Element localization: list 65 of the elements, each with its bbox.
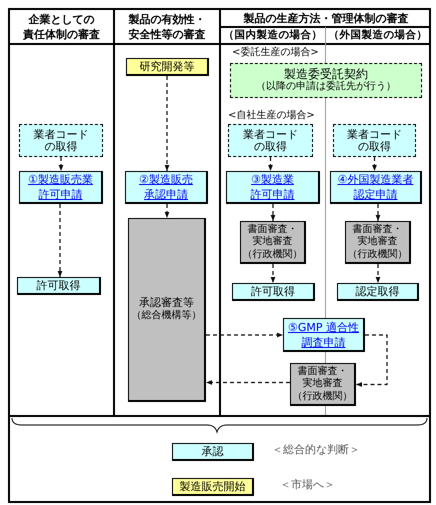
application-link: ②製造販売承認申請	[138, 172, 194, 202]
dashed-arrow	[206, 332, 283, 338]
dashed-process-box	[19, 124, 103, 157]
application-box	[283, 318, 365, 352]
application-link: ⑤GMP 適合性調査申請	[286, 320, 360, 350]
column-heading: 製品の生産方法・管理体制の審査	[244, 10, 408, 26]
review-box	[240, 221, 306, 264]
annotation-text: ＜総合的な判断＞	[272, 444, 360, 456]
box-text: 業者コードの取得	[32, 128, 90, 152]
result-box	[337, 283, 419, 301]
box-text: 製造委受託契約	[284, 68, 368, 80]
application-link: ①製造販売業許可申請	[27, 172, 94, 202]
box-text: （以降の申請は委託先が行う）	[256, 81, 396, 93]
application-box	[226, 171, 320, 204]
contract-box	[230, 63, 422, 98]
dashed-process-box	[333, 124, 416, 157]
dashed-arrow	[164, 204, 170, 218]
annotation-text: <自社生産の場合>	[228, 110, 315, 122]
box-text: 承認審査等	[139, 297, 194, 309]
column-heading: 企業としての責任体制の審査	[22, 12, 101, 42]
box-text: 許可取得	[251, 286, 295, 298]
box-text: （行政機関）	[292, 390, 352, 402]
dashed-arrow	[164, 76, 170, 171]
application-box	[330, 171, 422, 204]
dashed-arrow	[58, 157, 64, 171]
dashed-arrow	[268, 157, 273, 171]
dashed-arrow	[376, 264, 380, 283]
box-text: 承認	[202, 446, 224, 458]
box-text: 許可取得	[36, 280, 80, 292]
dashed-arrow	[58, 204, 62, 277]
dashed-arrow	[372, 157, 377, 171]
application-link: ③製造業許可申請	[250, 172, 296, 202]
box-text: 業者コードの取得	[346, 128, 403, 152]
dashed-arrow	[270, 264, 276, 283]
result-box	[17, 277, 101, 295]
dashed-arrow	[270, 204, 276, 221]
box-text: 業者コードの取得	[242, 128, 299, 152]
column-heading: 製品の有効性・安全性等の審査	[128, 12, 206, 42]
box-text: 研究開発等	[140, 60, 194, 72]
dashed-arrow	[206, 380, 290, 385]
approval-box	[172, 443, 254, 461]
review-box	[290, 363, 356, 406]
box-text: 書面審査・実地審査	[296, 366, 348, 390]
box-text: 書面審査・実地審査	[352, 224, 404, 248]
annotation-text: ＜市場へ＞	[280, 479, 335, 491]
application-box	[19, 171, 103, 204]
box-text: （行政機関）	[242, 248, 302, 260]
start-box	[126, 58, 209, 76]
dashed-arrow	[356, 334, 388, 387]
column-heading: （外国製造の場合）	[328, 28, 428, 43]
box-text: 認定取得	[356, 286, 400, 298]
result-box	[232, 283, 315, 301]
box-text: 書面審査・実地審査	[246, 224, 298, 248]
review-box	[128, 218, 206, 402]
column-heading: （国内製造の場合）	[224, 28, 322, 43]
launch-box	[172, 478, 254, 496]
review-box	[345, 221, 411, 264]
application-box	[125, 171, 208, 204]
dashed-process-box	[228, 124, 313, 157]
box-text: 製造販売開始	[180, 480, 246, 492]
annotation-text: <委託生産の場合>	[232, 47, 319, 59]
box-text: （総合機構等）	[132, 310, 202, 322]
box-text: （行政機関）	[348, 248, 408, 260]
application-link: ④外国製造業者認定申請	[336, 172, 414, 202]
dashed-arrow	[376, 204, 380, 221]
